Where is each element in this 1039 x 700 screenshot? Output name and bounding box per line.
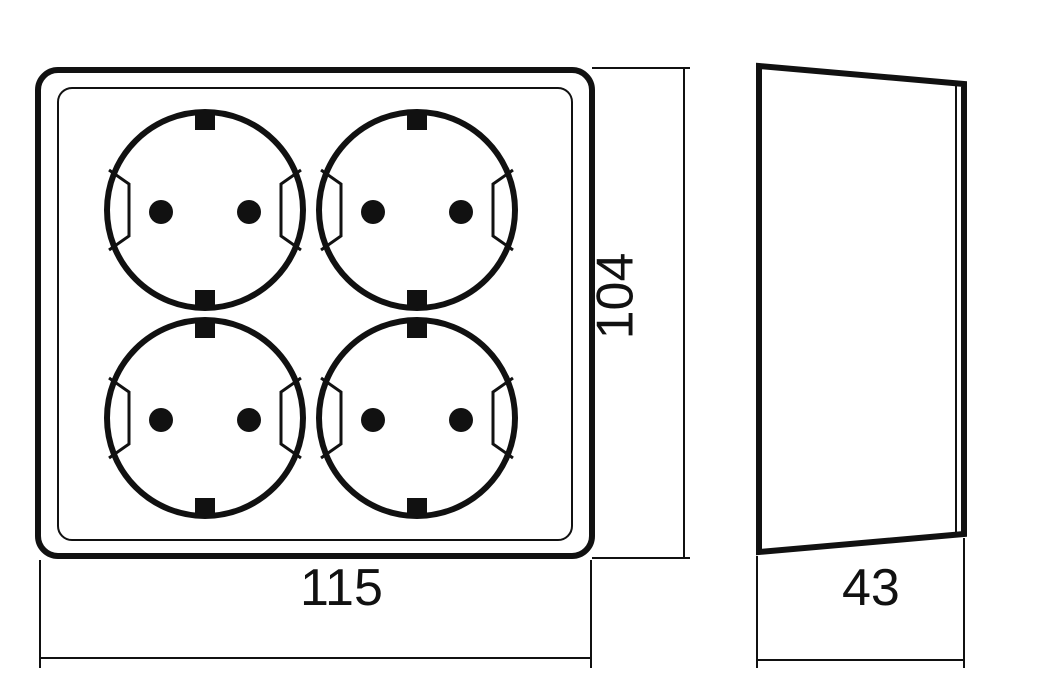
socket-top-left: [104, 109, 306, 311]
outer-frame: [35, 67, 595, 559]
pin-hole-right: [237, 200, 261, 224]
width-label: 115: [300, 559, 383, 617]
side-recess-left: [108, 376, 131, 460]
width-dimension: [39, 560, 592, 668]
height-dimension: [592, 67, 690, 559]
height-label: 104: [586, 252, 645, 340]
socket-ring: [104, 109, 306, 311]
socket-bottom-left: [104, 317, 306, 519]
side-recess-right: [491, 376, 514, 460]
side-recess-right: [279, 168, 302, 252]
socket-ring: [316, 317, 518, 519]
side-recess-left: [320, 168, 343, 252]
side-recess-left: [320, 376, 343, 460]
ground-clip-top: [195, 318, 215, 338]
ground-clip-top: [195, 110, 215, 130]
ground-clip-bottom: [407, 290, 427, 310]
ground-clip-top: [407, 318, 427, 338]
ground-clip-top: [407, 110, 427, 130]
pin-hole-left: [149, 200, 173, 224]
socket-ring: [316, 109, 518, 311]
socket-bottom-right: [316, 317, 518, 519]
pin-hole-left: [361, 200, 385, 224]
pin-hole-right: [449, 200, 473, 224]
inner-frame: [57, 87, 573, 541]
side-view: [756, 62, 967, 556]
front-view: [35, 67, 595, 559]
ground-clip-bottom: [407, 498, 427, 518]
depth-dimension: [756, 538, 965, 668]
side-view-outline: [756, 62, 967, 556]
socket-ring: [104, 317, 306, 519]
socket-grid: [104, 109, 518, 519]
side-recess-right: [491, 168, 514, 252]
side-recess-right: [279, 376, 302, 460]
depth-label: 43: [842, 559, 900, 617]
pin-hole-left: [361, 408, 385, 432]
side-recess-left: [108, 168, 131, 252]
pin-hole-left: [149, 408, 173, 432]
pin-hole-right: [237, 408, 261, 432]
ground-clip-bottom: [195, 498, 215, 518]
ground-clip-bottom: [195, 290, 215, 310]
socket-top-right: [316, 109, 518, 311]
pin-hole-right: [449, 408, 473, 432]
